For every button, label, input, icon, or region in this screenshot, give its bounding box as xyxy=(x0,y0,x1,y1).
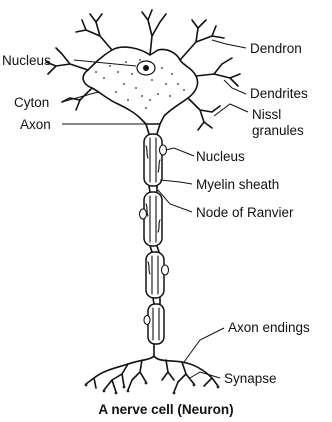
label-nucleus-myelin: Nucleus xyxy=(196,149,245,164)
label-nissl-granules-1: Nissl xyxy=(252,107,281,122)
label-node-of-ranvier: Node of Ranvier xyxy=(196,205,294,220)
label-axon-endings: Axon endings xyxy=(228,320,310,335)
figure-caption: A nerve cell (Neuron) xyxy=(98,402,233,417)
axon xyxy=(140,124,169,344)
label-nissl-granules-2: granules xyxy=(252,123,304,138)
label-dendron: Dendron xyxy=(250,41,302,56)
label-nucleus-cell: Nucleus xyxy=(2,53,51,68)
myelin-segment xyxy=(144,304,164,344)
label-axon: Axon xyxy=(20,117,51,132)
cell-nucleus xyxy=(137,61,155,75)
myelin-segment xyxy=(146,252,169,298)
axon-endings xyxy=(85,344,220,394)
label-myelin-sheath: Myelin sheath xyxy=(196,177,279,192)
label-dendrites: Dendrites xyxy=(250,86,308,101)
myelin-segment xyxy=(144,134,167,186)
label-cyton: Cyton xyxy=(14,95,49,110)
label-synapse: Synapse xyxy=(224,371,277,386)
myelin-segment xyxy=(140,192,163,246)
